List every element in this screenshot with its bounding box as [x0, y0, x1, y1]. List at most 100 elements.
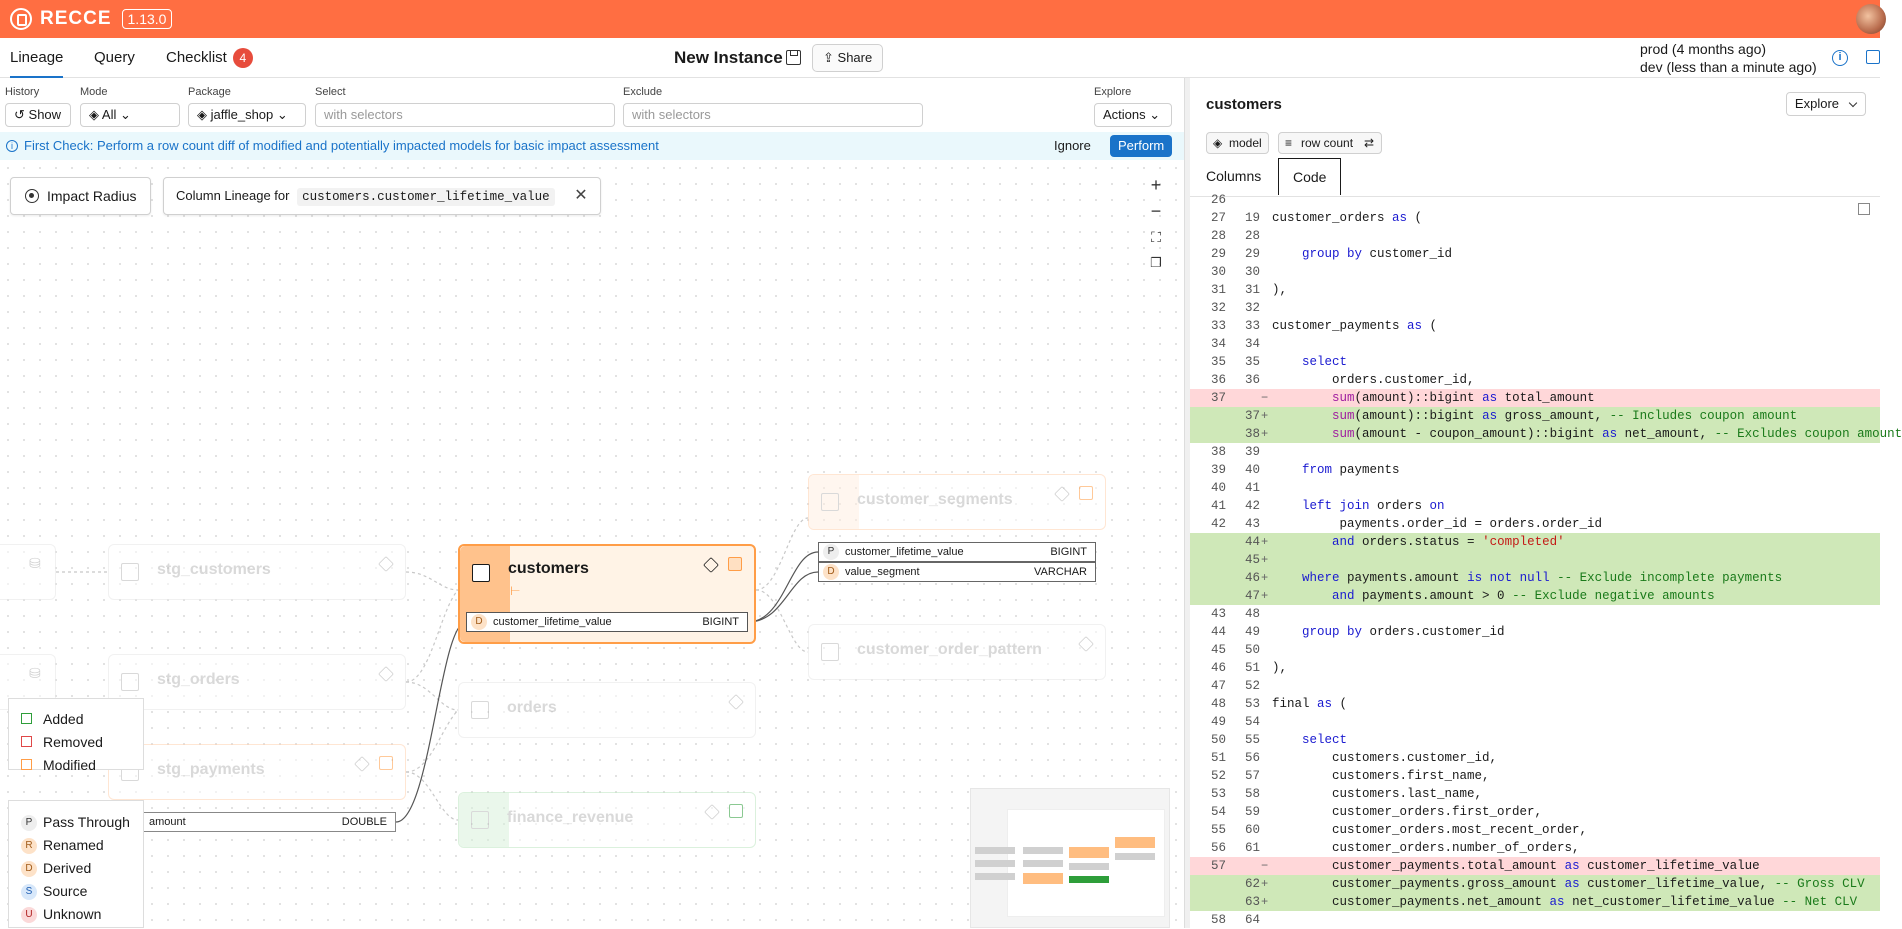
explore-button[interactable]: Explore: [1785, 92, 1866, 116]
node-name: customer_segments: [857, 491, 1013, 508]
lineage-icon: ⊢: [510, 584, 521, 598]
new-line-number: 49: [1244, 625, 1260, 639]
node-stg-orders[interactable]: stg_orders: [108, 654, 406, 710]
node-stg-customers[interactable]: stg_customers: [108, 544, 406, 600]
source-node[interactable]: ⛁: [0, 544, 56, 600]
new-line-number: 47: [1244, 589, 1260, 603]
old-line-number: 45: [1210, 643, 1226, 657]
legend-label: Modified: [43, 757, 96, 773]
diff-marker: +: [1261, 589, 1269, 603]
node-checkbox[interactable]: [471, 811, 489, 829]
node-checkbox[interactable]: [121, 563, 139, 581]
tab-columns[interactable]: Columns: [1206, 168, 1262, 184]
column-row-amount[interactable]: amount DOUBLE: [140, 812, 396, 832]
derived-icon: D: [21, 861, 37, 877]
node-customer-segments[interactable]: customer_segments: [808, 474, 1106, 530]
fit-view-button[interactable]: ⛶: [1151, 229, 1161, 245]
node-checkbox[interactable]: [472, 564, 490, 582]
actions-select[interactable]: Actions ⌄: [1094, 103, 1172, 127]
code-line: 57− customer_payments.total_amount as cu…: [1190, 857, 1880, 875]
tab-code[interactable]: Code: [1278, 158, 1342, 195]
refresh-icon[interactable]: ⇄: [1363, 136, 1375, 150]
close-icon[interactable]: ✕: [574, 187, 588, 204]
diff-marker: +: [1261, 895, 1269, 909]
edge: [405, 571, 459, 591]
column-row-segment-clv[interactable]: P customer_lifetime_value BIGINT: [818, 542, 1096, 562]
new-line-number: 61: [1244, 841, 1260, 855]
exclude-input[interactable]: with selectors: [623, 103, 923, 127]
legend-label: Added: [43, 711, 84, 727]
node-customer-order-pattern[interactable]: customer_order_pattern: [808, 624, 1106, 680]
package-select[interactable]: ◈ jaffle_shop ⌄: [188, 103, 306, 127]
legend-label: Removed: [43, 734, 103, 750]
node-finance-revenue[interactable]: finance_revenue: [458, 792, 756, 848]
diff-marker: +: [1261, 409, 1269, 423]
minimap-node: [1115, 837, 1155, 848]
code-line: 45+: [1190, 551, 1880, 569]
tab-lineage[interactable]: Lineage: [10, 38, 64, 78]
node-checkbox[interactable]: [821, 493, 839, 511]
select-input[interactable]: with selectors: [315, 103, 615, 127]
panel-resize-handle[interactable]: [1184, 78, 1190, 928]
list-icon: ≡: [1285, 136, 1293, 150]
node-checkbox[interactable]: [821, 643, 839, 661]
share-button[interactable]: ⇪ Share: [812, 44, 884, 72]
zoom-out-button[interactable]: −: [1150, 201, 1162, 221]
external-link-icon[interactable]: [1866, 50, 1880, 64]
chevron-down-icon: ⌄: [276, 107, 288, 122]
info-icon[interactable]: i: [1832, 50, 1848, 66]
node-checkbox[interactable]: [121, 673, 139, 691]
row-count-pill[interactable]: ≡ row count ⇄: [1278, 132, 1383, 154]
ignore-button[interactable]: Ignore: [1054, 138, 1091, 153]
save-icon[interactable]: [786, 50, 801, 65]
new-line-number: 58: [1244, 787, 1260, 801]
new-line-number: 43: [1244, 517, 1260, 531]
node-checkbox[interactable]: [471, 701, 489, 719]
history-icon: ↺: [14, 107, 25, 122]
column-edge: [747, 551, 819, 623]
node-stg-payments[interactable]: stg_payments: [108, 744, 406, 800]
avatar[interactable]: [1856, 4, 1886, 34]
info-icon: i: [6, 140, 18, 152]
minimap[interactable]: [970, 788, 1170, 928]
new-line-number: 30: [1244, 265, 1260, 279]
lineage-edges: [56, 517, 819, 823]
edge: [755, 589, 809, 653]
impact-radius-button[interactable]: Impact Radius: [10, 177, 152, 215]
new-line-number: 55: [1244, 733, 1260, 747]
perform-button[interactable]: Perform: [1110, 135, 1173, 157]
added-icon: [21, 713, 32, 724]
diff-marker: −: [1261, 391, 1269, 405]
old-line-number: 58: [1210, 913, 1226, 927]
lineage-canvas[interactable]: Impact Radius Column Lineage for custome…: [0, 160, 1184, 928]
diff-marker: +: [1261, 535, 1269, 549]
node-orders[interactable]: orders: [458, 682, 756, 738]
expand-icon[interactable]: [1858, 203, 1870, 215]
code-text: customer_payments as (: [1272, 319, 1438, 333]
column-row-customer-lifetime-value[interactable]: D customer_lifetime_value BIGINT: [466, 612, 748, 632]
copy-image-button[interactable]: ❐: [1150, 255, 1162, 270]
old-line-number: 47: [1210, 679, 1226, 693]
node-status-bar: [459, 793, 509, 847]
tab-query[interactable]: Query: [94, 49, 135, 66]
added-icon: [729, 804, 743, 818]
mode-value: All: [101, 107, 117, 122]
column-name: customer_lifetime_value: [845, 546, 964, 558]
old-line-number: 53: [1210, 787, 1226, 801]
mode-select[interactable]: ◈ All ⌄: [80, 103, 180, 127]
new-line-number: 34: [1244, 337, 1260, 351]
history-button[interactable]: ↺ Show: [5, 103, 71, 127]
minimap-node: [1115, 853, 1155, 860]
zoom-in-button[interactable]: +: [1150, 175, 1162, 195]
column-row-value-segment[interactable]: D value_segment VARCHAR: [818, 562, 1096, 582]
new-line-number: 19: [1244, 211, 1260, 225]
filter-bar: History ↺ Show Mode ◈ All ⌄ Package ◈ ja…: [0, 78, 1188, 132]
